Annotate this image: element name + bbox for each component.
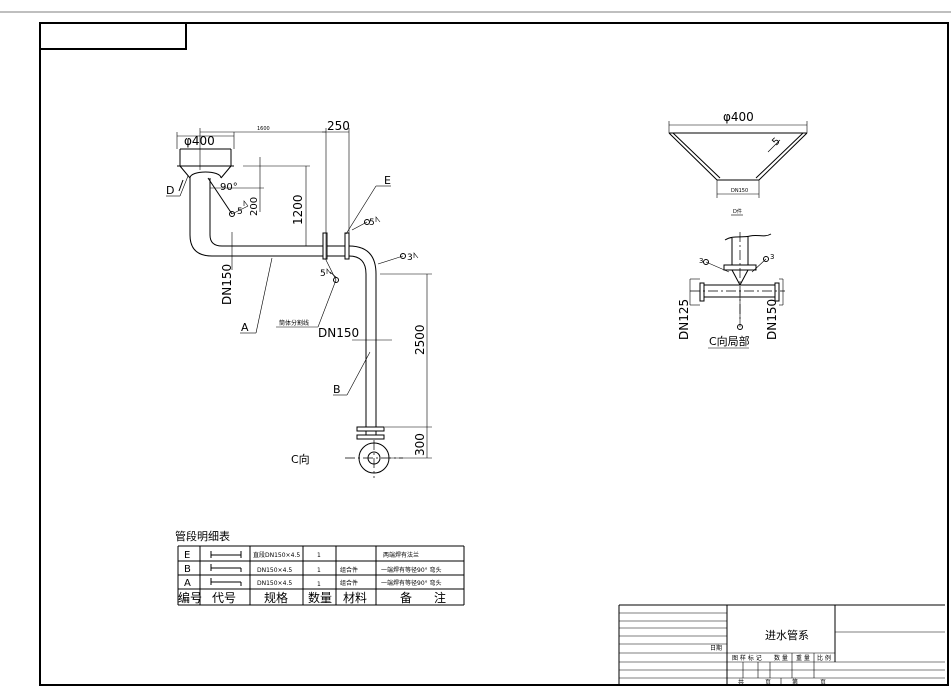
title-block-page-current: 第 (792, 678, 798, 686)
row-a-spec: DN150×4.5 (257, 580, 292, 587)
row-a-id: A (184, 578, 191, 589)
parts-table: 管段明细表 E 直段DN150×4.5 1 两端焊有法兰 B DN150×4.5… (175, 529, 468, 606)
title-block-page-total: 共 (738, 678, 744, 686)
row-a-material: 组合件 (340, 579, 358, 587)
main-dimension-lines (176, 128, 432, 459)
detail-dn125: DN125 (677, 299, 691, 340)
label-split-line: 筒体分割线 (279, 319, 309, 327)
weld-mark-4: 3 (407, 253, 413, 263)
label-B: B (333, 383, 341, 396)
weld-mark-1: 5 (237, 207, 243, 217)
weld-mark-2: 5 (369, 218, 375, 228)
dim-1200: 1200 (291, 194, 305, 225)
row-a-note: 一端焊有等径90° 弯头 (381, 579, 442, 587)
row-e-spec: 直段DN150×4.5 (253, 551, 300, 559)
row-b-spec: DN150×4.5 (257, 567, 292, 574)
detail-dn150: DN150 (765, 299, 779, 340)
weld-mark-3: 5 (320, 269, 326, 279)
row-b-id: B (184, 564, 191, 575)
header-spec: 规格 (264, 590, 288, 605)
row-a-qty: 1 (317, 581, 321, 588)
label-A: A (241, 321, 249, 334)
header-note: 备注 (400, 590, 468, 605)
dim-200: 200 (249, 197, 260, 216)
title-block-date: 日期 (710, 644, 722, 652)
title-block-label-mark: 图 样 标 记 (732, 654, 762, 662)
main-leader-lines (166, 175, 406, 396)
header-id: 编号 (178, 590, 202, 605)
dim-dn150-vertical: DN150 (220, 264, 234, 305)
label-c-view: C向 (291, 452, 310, 466)
row-b-material: 组合件 (340, 566, 358, 574)
funnel-phi400: φ400 (723, 110, 754, 124)
detail-title: C向局部 (709, 334, 750, 348)
title-block-label-scale: 比 例 (817, 654, 831, 662)
title-block-page-unit1: 页 (765, 679, 771, 686)
dim-300: 300 (413, 433, 427, 456)
row-e-note: 两端焊有法兰 (383, 551, 419, 559)
c-view-detail: 3 3 DN125 DN150 C向局部 (677, 232, 785, 349)
title-block-label-qty: 数 量 (774, 654, 788, 662)
funnel-thickness: 5 (770, 136, 782, 148)
dim-250: 250 (327, 119, 350, 133)
sheet-frame (0, 11, 951, 686)
header-material: 材料 (343, 591, 367, 605)
title-block-name: 进水管系 (765, 628, 809, 642)
label-E: E (384, 174, 391, 187)
row-b-note: 一端焊有等径90° 弯头 (381, 566, 442, 574)
header-code: 代号 (212, 591, 236, 605)
row-e-id: E (184, 550, 190, 561)
dim-1600: 1600 (257, 126, 270, 132)
funnel-caption: D件 (733, 208, 742, 215)
dim-90deg: 90° (220, 182, 238, 193)
title-block-label-weight: 重 量 (796, 654, 810, 662)
funnel-view: φ400 5 DN150 D件 (668, 110, 808, 216)
title-block-page-unit2: 页 (820, 679, 826, 686)
row-e-qty: 1 (317, 552, 321, 559)
header-qty: 数量 (308, 590, 332, 605)
title-block: 进水管系 日期 图 样 标 记 数 量 重 量 比 例 共 页 第 页 (618, 604, 945, 686)
parts-table-title: 管段明细表 (175, 529, 230, 543)
main-view: φ400 1600 250 90° 200 1200 DN150 DN150 2… (166, 119, 432, 478)
row-b-qty: 1 (317, 567, 321, 574)
label-D: D (166, 184, 174, 197)
dim-phi400-main: φ400 (184, 134, 215, 148)
dim-2500: 2500 (413, 324, 427, 355)
dim-dn150-horizontal: DN150 (318, 326, 359, 340)
detail-weld-2: 3 (770, 253, 774, 261)
detail-weld-1: 3 (699, 257, 703, 265)
funnel-bottom-dn: DN150 (731, 188, 748, 194)
funnel-top (177, 148, 234, 179)
